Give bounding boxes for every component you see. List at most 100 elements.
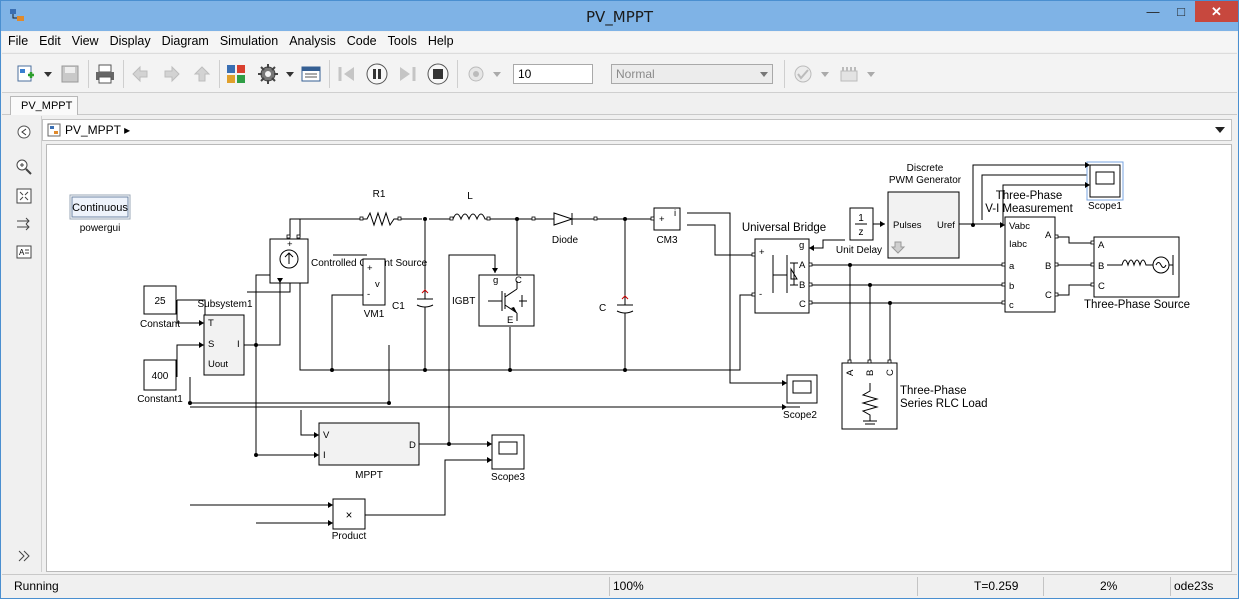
subsystem1-block[interactable]: Subsystem1 T S Uout I <box>197 299 253 376</box>
cm3-block[interactable]: + i CM3 <box>653 207 681 246</box>
library-browser-icon[interactable] <box>224 62 248 86</box>
chevron-down-icon[interactable] <box>1215 127 1225 133</box>
svg-text:-: - <box>367 289 370 300</box>
maximize-button[interactable]: □ <box>1177 4 1185 19</box>
stop-time-input[interactable] <box>513 64 593 84</box>
minimize-button[interactable]: — <box>1146 4 1160 19</box>
check-icon[interactable] <box>791 62 815 86</box>
step-back-icon[interactable] <box>335 62 359 86</box>
r1-block[interactable]: R1 <box>363 189 398 227</box>
bridge-name: Universal Bridge <box>742 222 826 234</box>
print-icon[interactable] <box>93 62 117 86</box>
product-block[interactable]: × Product <box>332 498 367 542</box>
vim-port-a: a <box>1009 261 1015 272</box>
stop-icon[interactable] <box>426 62 450 86</box>
scope2-block[interactable]: Scope2 <box>783 374 818 421</box>
annotation-icon[interactable]: A <box>14 242 34 262</box>
record-dropdown-icon[interactable] <box>493 72 501 77</box>
mppt-block[interactable]: V I D MPPT <box>318 422 420 481</box>
window-title: PV_MPPT <box>585 8 653 26</box>
igbt-port-c: C <box>515 275 522 286</box>
constant1-block[interactable]: 400 Constant1 <box>137 359 183 405</box>
mppt-port-d: D <box>409 440 416 451</box>
menu-help[interactable]: Help <box>427 34 454 48</box>
menu-analysis[interactable]: Analysis <box>289 34 336 48</box>
up-icon[interactable] <box>190 62 214 86</box>
vim-port-A: A <box>1045 230 1052 241</box>
fit-to-view-icon[interactable] <box>14 186 34 206</box>
back-icon[interactable] <box>129 62 153 86</box>
universal-bridge-block[interactable]: Universal Bridge + - g A B C <box>742 222 826 314</box>
menu-simulation[interactable]: Simulation <box>219 34 279 48</box>
scope1-name: Scope1 <box>1088 201 1122 212</box>
igbt-port-g: g <box>493 275 498 286</box>
new-model-icon[interactable] <box>14 62 38 86</box>
new-model-dropdown-icon[interactable] <box>44 72 52 77</box>
igbt-port-e: E <box>507 315 513 326</box>
inductor-l-block[interactable]: L <box>452 191 487 221</box>
arrowheads <box>199 162 1090 526</box>
hide-explorer-icon[interactable] <box>14 122 34 142</box>
simulation-mode-select[interactable]: Normal <box>611 64 773 84</box>
constant1-name: Constant1 <box>137 394 183 405</box>
scope3-block[interactable]: Scope3 <box>491 434 525 483</box>
vim-port-vabc: Vabc <box>1009 221 1030 232</box>
pause-icon[interactable] <box>365 62 389 86</box>
forward-icon[interactable] <box>159 62 183 86</box>
toolbar: Normal <box>2 53 1237 93</box>
check-dropdown-icon[interactable] <box>821 72 829 77</box>
menu-file[interactable]: File <box>8 34 29 48</box>
status-progress: 2% <box>1100 579 1118 593</box>
svg-text:+: + <box>287 239 293 250</box>
igbt-block[interactable]: g C E IGBT <box>452 274 535 327</box>
diode-block[interactable]: Diode <box>535 212 594 246</box>
model-config-dropdown-icon[interactable] <box>286 72 294 77</box>
bridge-port-g: g <box>799 240 804 251</box>
model-explorer-icon[interactable] <box>299 62 323 86</box>
menu-diagram[interactable]: Diagram <box>161 34 209 48</box>
junction-dots <box>188 217 975 457</box>
unit-delay-num: 1 <box>858 213 864 224</box>
record-icon[interactable] <box>464 62 488 86</box>
vm1-block[interactable]: + v - VM1 <box>362 258 386 320</box>
vi-measurement-block[interactable]: Three-Phase V-I Measurement Vabc Iabc a … <box>985 190 1074 313</box>
constant-block[interactable]: 25 Constant <box>140 285 180 330</box>
save-icon[interactable] <box>58 62 82 86</box>
diagram-canvas[interactable]: Continuous powergui 25 Constant 400 Cons… <box>46 144 1232 572</box>
status-state: Running <box>14 579 59 593</box>
powergui-block[interactable]: Continuous powergui <box>69 194 131 234</box>
svg-text:-: - <box>759 289 762 300</box>
route-lines-icon[interactable] <box>14 214 34 234</box>
rlc-load-block[interactable]: A B C Three-Phase Series RLC Load <box>841 362 988 430</box>
menu-code[interactable]: Code <box>346 34 377 48</box>
pwm-generator-block[interactable]: Discrete PWM Generator Pulses Uref <box>887 163 962 259</box>
three-phase-source-block[interactable]: A B C Three-Phase Source <box>1084 236 1190 311</box>
constant-value: 25 <box>154 296 166 307</box>
powergui-name: powergui <box>80 223 121 234</box>
model-config-icon[interactable] <box>256 62 280 86</box>
cm3-name: CM3 <box>656 235 678 246</box>
menu-display[interactable]: Display <box>109 34 151 48</box>
subsystem1-name: Subsystem1 <box>197 299 252 310</box>
build-icon[interactable] <box>837 62 861 86</box>
zoom-icon[interactable] <box>14 157 34 177</box>
step-forward-icon[interactable] <box>395 62 419 86</box>
mppt-name: MPPT <box>355 470 383 481</box>
scope1-block[interactable]: Scope1 <box>1086 161 1124 212</box>
controlled-current-source-block[interactable]: + Controlled Current Source <box>269 238 428 284</box>
breadcrumb-path[interactable]: PV_MPPT ▸ <box>65 123 131 137</box>
menu-bar: File Edit View Display Diagram Simulatio… <box>2 32 1237 52</box>
build-dropdown-icon[interactable] <box>867 72 875 77</box>
bridge-port-b: B <box>799 280 805 291</box>
tab-pv-mppt[interactable]: PV_MPPT <box>10 96 78 115</box>
expand-palette-icon[interactable] <box>14 546 34 566</box>
unit-delay-block[interactable]: 1 z Unit Delay <box>836 207 882 256</box>
pwm-name-1: Discrete <box>907 163 944 174</box>
close-button[interactable]: ✕ <box>1195 1 1238 22</box>
menu-view[interactable]: View <box>71 34 99 48</box>
menu-tools[interactable]: Tools <box>387 34 417 48</box>
bridge-port-c: C <box>799 299 806 310</box>
capacitor-c-block[interactable]: C <box>599 285 634 320</box>
capacitor-c1-block[interactable]: C1 <box>392 260 434 325</box>
menu-edit[interactable]: Edit <box>39 34 61 48</box>
